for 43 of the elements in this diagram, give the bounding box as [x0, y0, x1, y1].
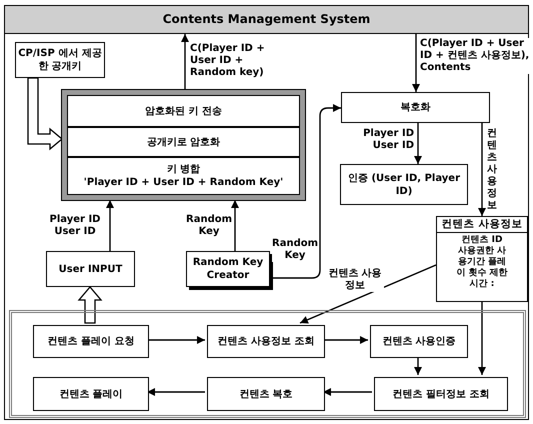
arrow: [147, 336, 205, 344]
hollow-arrow: [27, 77, 64, 150]
arrow: [478, 123, 486, 216]
box-heading: 컨텐츠 사용정보: [437, 217, 527, 233]
edge-label: C(Player ID + User ID + 컨텐츠 사용정보), Contents: [420, 38, 530, 74]
arrow: [181, 34, 189, 90]
arrow: [323, 336, 368, 344]
arrow: [300, 264, 436, 324]
data-box: [436, 216, 528, 302]
box-heading: 키 병합: [166, 163, 200, 176]
process-box: 컨텐츠 사용정보 조회: [207, 325, 325, 358]
process-box: 암호화된 키 전송: [67, 95, 300, 127]
process-stack: [62, 90, 305, 200]
process-box: 컨텐츠 사용인증: [370, 325, 468, 358]
arrow: [231, 200, 239, 251]
hollow-arrow: [78, 286, 102, 324]
arrow: [147, 388, 205, 396]
arrow: [414, 356, 422, 375]
arrow: [270, 104, 341, 279]
process-box: 컨텐츠 복호: [207, 377, 325, 411]
process-box: 컨텐츠 플레이: [33, 377, 149, 411]
arrow: [323, 388, 372, 396]
arrow: [414, 123, 422, 164]
arrow: [106, 200, 114, 251]
edge-label: 컨텐츠사용정보: [486, 128, 498, 212]
process-box: User INPUT: [46, 251, 135, 287]
process-box: Random Key Creator: [186, 251, 270, 287]
process-box: 컨텐츠 플레이 요청: [33, 325, 149, 358]
note-box: CP/ISP 에서 제공한 공개키: [15, 42, 105, 78]
process-box: 공개키로 암호화: [67, 127, 300, 157]
box-text: 컨텐츠 ID 사용권한 사용기간 플레이 횟수 제한시간 :: [456, 235, 508, 290]
process-box: 컨텐츠 필터정보 조회: [374, 377, 508, 411]
title-band: Contents Management System: [4, 5, 529, 34]
process-box: 인증 (User ID, Player ID): [340, 164, 468, 205]
edge-label: 컨텐츠 사용정보: [326, 268, 384, 292]
arrow: [478, 302, 486, 375]
process-box: [67, 157, 300, 195]
box-text: 'Player ID + User ID + Random Key': [84, 176, 284, 189]
edge-label: Random Key: [186, 214, 232, 238]
process-box: 복호화: [341, 92, 490, 123]
panel: [9, 310, 526, 418]
edge-label: Random Key: [272, 238, 318, 262]
arrow: [412, 34, 420, 92]
